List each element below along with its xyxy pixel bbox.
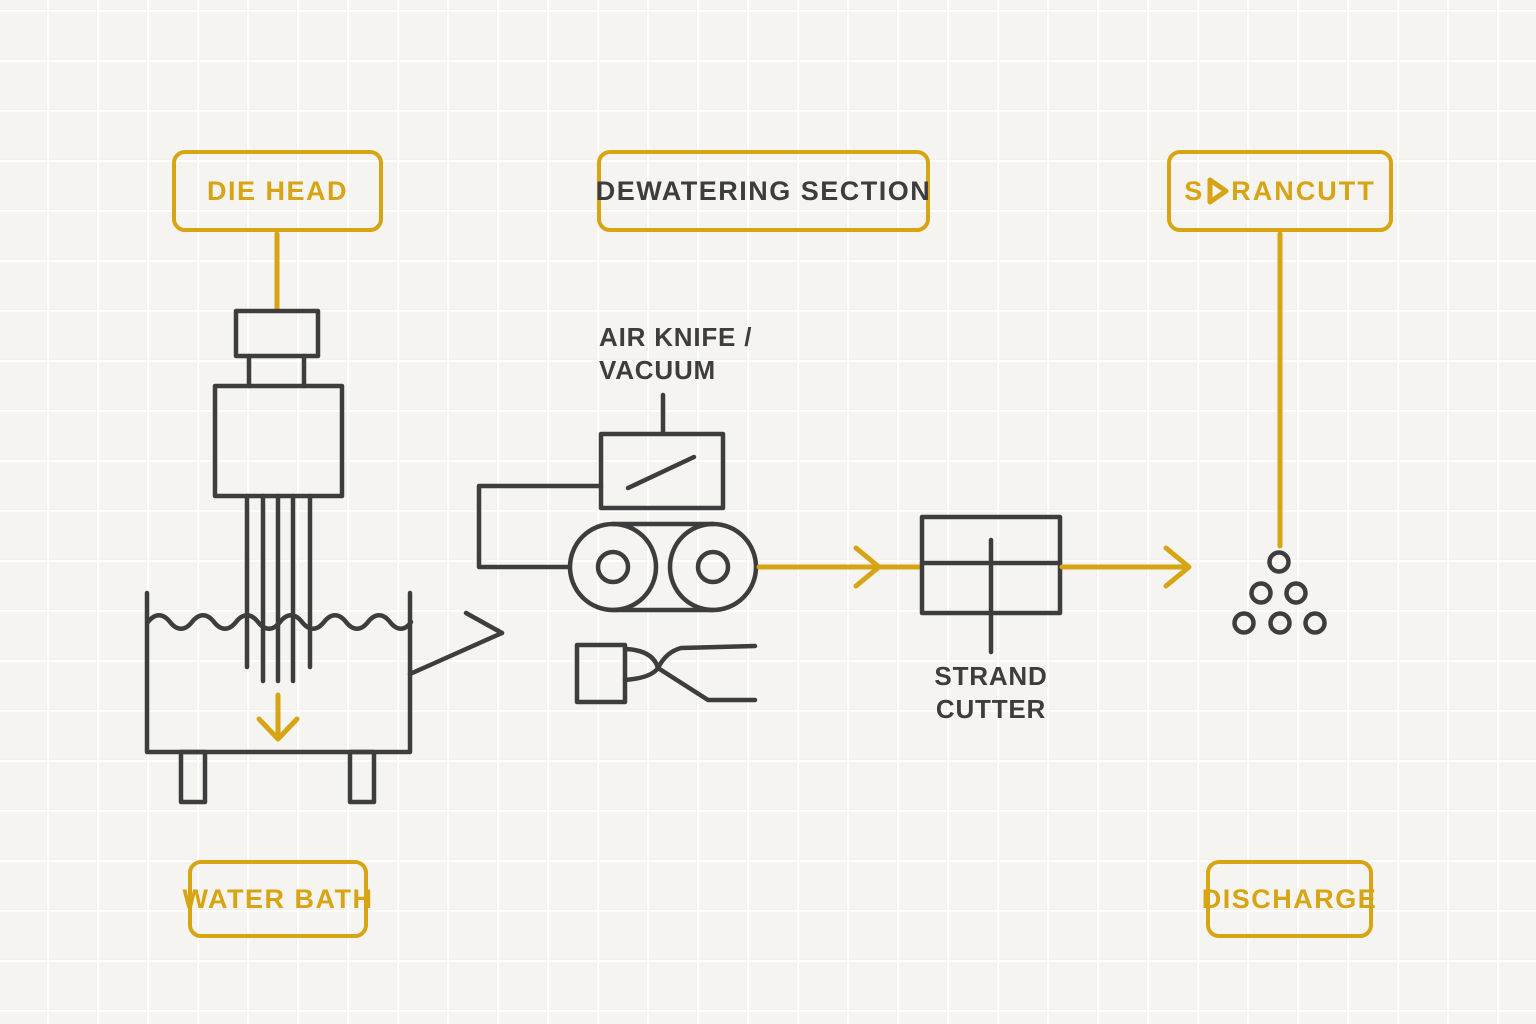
- strand-cutter-annotation-line1: STRAND: [934, 661, 1048, 691]
- air-duct: [476, 483, 604, 570]
- roller-left: [567, 521, 659, 613]
- water-down-arrow-head: [256, 716, 300, 742]
- water-bath-label-box: WATER BATH: [183, 860, 372, 938]
- brand-label-box: S RANCUTT: [1167, 150, 1393, 232]
- bath-exit-arrowhead: [463, 610, 505, 636]
- pellet: [1284, 581, 1308, 605]
- die-head-body-block: [212, 383, 345, 499]
- die-head-top-block: [233, 308, 321, 359]
- vacuum-flare-top: [655, 643, 758, 671]
- die-head-label: DIE HEAD: [206, 175, 348, 206]
- dewatering-section-label-box: DEWATERING SECTION: [595, 150, 932, 232]
- roller-left-hub: [595, 549, 631, 585]
- pellet: [1232, 611, 1256, 635]
- vacuum-flare-bottom: [655, 665, 758, 703]
- strand-cutter-annotation: STRAND CUTTER: [908, 660, 1074, 726]
- air-knife-box: [598, 431, 726, 511]
- roller-right: [667, 521, 759, 613]
- air-knife-symbol: [476, 392, 726, 570]
- bath-exit-line: [407, 630, 505, 677]
- air-knife-annotation-line1: AIR KNIFE /: [599, 322, 753, 352]
- vacuum-nozzle-symbol: [574, 642, 758, 705]
- discharge-label: DISCHARGE: [1201, 883, 1378, 914]
- pellet: [1249, 581, 1273, 605]
- pellets-symbol: [1232, 550, 1327, 635]
- bath-exit-arrow: [407, 610, 505, 677]
- water-bath-label: WATER BATH: [182, 883, 374, 914]
- brand-label-prefix: S: [1184, 175, 1205, 206]
- air-knife-annotation: AIR KNIFE / VACUUM: [599, 321, 752, 387]
- play-triangle-icon: [1207, 177, 1229, 205]
- roller-pair-symbol: [567, 521, 759, 613]
- vacuum-throat-bottom: [622, 665, 661, 683]
- strand-cutter-symbol: [919, 514, 1063, 655]
- flow-arrow-head: [853, 545, 882, 589]
- flow-arrow-to-cutter: [756, 545, 923, 589]
- pellet: [1303, 611, 1327, 635]
- air-knife-annotation-line2: VACUUM: [599, 355, 716, 385]
- strand-cutter-annotation-line2: CUTTER: [935, 694, 1047, 724]
- vacuum-throat-top: [622, 646, 661, 671]
- pellet: [1268, 611, 1292, 635]
- pellet: [1267, 550, 1291, 574]
- air-knife-blade-line: [625, 454, 697, 491]
- discharge-label-box: DISCHARGE: [1202, 860, 1376, 938]
- roller-right-hub: [695, 549, 731, 585]
- flow-arrow-head: [1163, 545, 1192, 589]
- water-surface-wave: [145, 613, 414, 631]
- brand-label-suffix: RANCUTT: [1231, 175, 1376, 206]
- die-head-symbol: [212, 231, 345, 684]
- tank-leg-right: [347, 749, 377, 805]
- water-down-arrow: [256, 692, 300, 742]
- flow-arrow-to-discharge: [1059, 545, 1192, 589]
- dewatering-section-label: DEWATERING SECTION: [595, 175, 932, 206]
- tank-leg-left: [178, 749, 208, 805]
- vacuum-body: [574, 642, 628, 705]
- die-head-label-box: DIE HEAD: [172, 150, 383, 232]
- water-bath-symbol: [144, 590, 505, 805]
